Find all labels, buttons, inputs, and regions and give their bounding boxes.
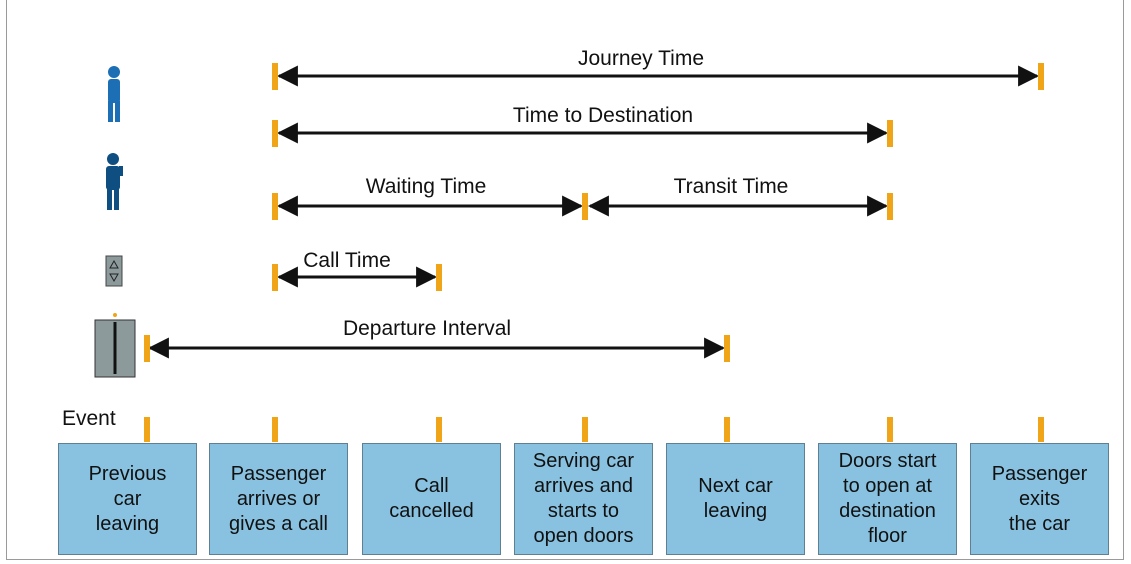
journey-time-label: Journey Time: [578, 47, 704, 70]
event-tick: [724, 417, 730, 442]
event-label: Event: [62, 407, 116, 430]
event-tick: [436, 417, 442, 442]
transit-time-label: Transit Time: [674, 175, 789, 198]
tick-marker: [272, 63, 278, 90]
event-box-passenger-arrives: Passenger arrives or gives a call: [209, 443, 348, 555]
person-phone-icon: [106, 153, 123, 210]
time-to-destination-label: Time to Destination: [513, 104, 693, 127]
tick-marker: [582, 193, 588, 220]
tick-marker: [272, 120, 278, 147]
event-box-call-cancelled: Call cancelled: [362, 443, 501, 555]
departure-interval-label: Departure Interval: [343, 317, 511, 340]
tick-marker: [272, 193, 278, 220]
event-tick: [144, 417, 150, 442]
tick-marker: [272, 264, 278, 291]
event-box-serving-car-arrives: Serving car arrives and starts to open d…: [514, 443, 653, 555]
tick-marker: [144, 335, 150, 362]
elevator-car-icon: [94, 313, 136, 378]
tick-marker: [887, 120, 893, 147]
event-tick: [887, 417, 893, 442]
event-tick: [1038, 417, 1044, 442]
call-button-icon: [105, 255, 123, 287]
tick-marker: [1038, 63, 1044, 90]
event-tick: [272, 417, 278, 442]
event-box-doors-start-to-open: Doors start to open at destination floor: [818, 443, 957, 555]
tick-marker: [887, 193, 893, 220]
event-tick: [582, 417, 588, 442]
tick-marker: [724, 335, 730, 362]
diagram-frame: [6, 0, 1124, 560]
tick-marker: [436, 264, 442, 291]
waiting-time-label: Waiting Time: [366, 175, 487, 198]
event-box-passenger-exits: Passenger exits the car: [970, 443, 1109, 555]
person-standing-icon: [108, 66, 120, 122]
event-box-next-car-leaving: Next car leaving: [666, 443, 805, 555]
event-box-previous-car-leaving: Previous car leaving: [58, 443, 197, 555]
call-time-label: Call Time: [303, 249, 391, 272]
